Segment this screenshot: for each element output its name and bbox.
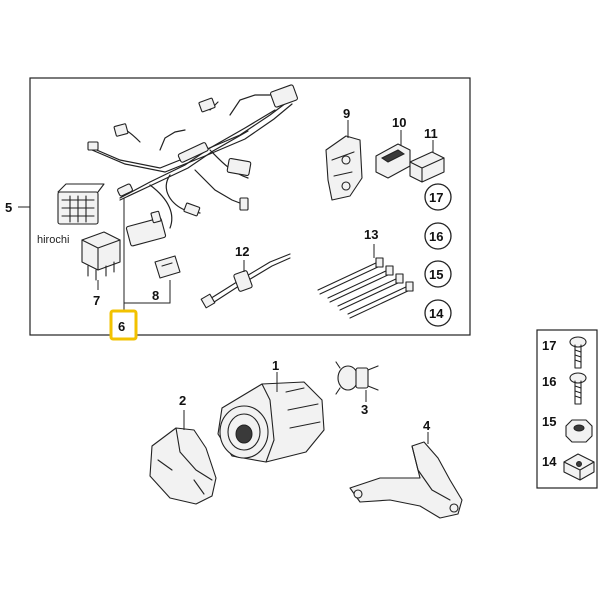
watermark: hirochi: [37, 234, 69, 246]
callout-17-circled: 17: [429, 190, 443, 205]
circle-callout-15: [424, 260, 452, 288]
callout-14-circled: 14: [429, 306, 444, 321]
callout-14-hardware: 14: [542, 454, 557, 469]
callout-15-hardware: 15: [542, 414, 556, 429]
screw-long-icon: [569, 336, 587, 369]
hardware-frame: [536, 329, 598, 489]
callout-8-leader: [124, 280, 171, 304]
callout-15-circled: 15: [429, 267, 443, 282]
circle-callout-14: [424, 299, 452, 327]
callout-6: 6: [118, 319, 125, 334]
nut-icon: [565, 419, 593, 443]
switch-icon: [375, 143, 411, 179]
bracket-icon: [325, 135, 363, 201]
screw-short-icon: [569, 372, 587, 405]
callout-12: 12: [235, 244, 249, 259]
relay-icon: [81, 231, 121, 281]
callout-17-hardware: 17: [542, 338, 556, 353]
light-housing-icon: [149, 427, 217, 505]
cable-tie-holder-icon: [200, 253, 291, 309]
callout-16-hardware: 16: [542, 374, 556, 389]
callout-5: 5: [5, 200, 12, 215]
mounting-bracket-icon: [349, 441, 463, 519]
fog-light-icon: [217, 381, 325, 463]
callout-3: 3: [361, 402, 368, 417]
callout-2: 2: [179, 393, 186, 408]
fuse-icon: [154, 255, 181, 279]
bulb-icon: [335, 361, 379, 395]
callout-7: 7: [93, 293, 100, 308]
cable-ties-icon: [317, 257, 414, 319]
callout-11: 11: [424, 126, 438, 141]
callout-6-highlight: [109, 309, 138, 341]
callout-16-circled: 16: [429, 229, 443, 244]
switch-cap-icon: [409, 151, 445, 183]
circle-callout-17: [424, 183, 452, 211]
callout-1: 1: [272, 358, 279, 373]
callout-10: 10: [392, 115, 406, 130]
callout-13: 13: [364, 227, 378, 242]
wiring-harness-icon: [57, 84, 298, 247]
circle-callout-16: [424, 222, 452, 250]
callout-9: 9: [343, 106, 350, 121]
callout-4: 4: [423, 418, 431, 433]
callout-8: 8: [152, 288, 159, 303]
clip-nut-icon: [563, 453, 595, 481]
